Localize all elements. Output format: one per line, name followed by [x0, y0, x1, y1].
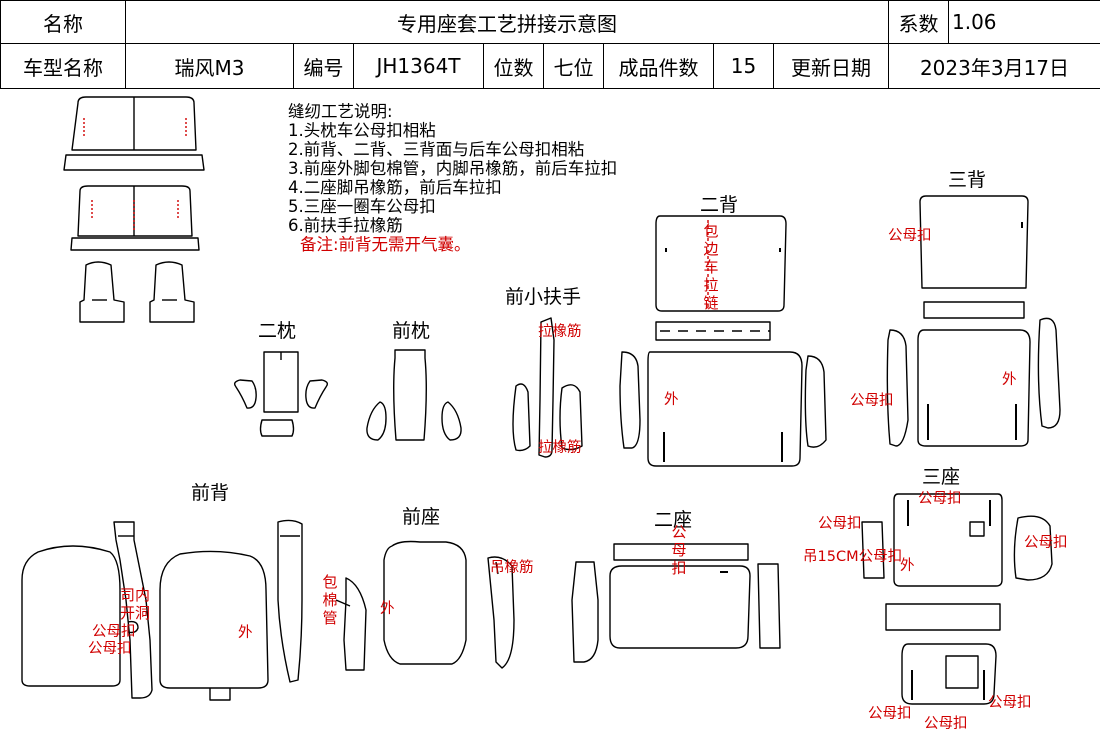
note-item: 2.前背、二背、三背面与后车公母扣相粘: [288, 140, 585, 159]
coef-label: 系数: [888, 0, 949, 44]
date-value: 2023年3月17日: [888, 43, 1100, 89]
second-seat-pieces: [572, 544, 780, 662]
part-title-third-back: 三背: [948, 169, 987, 191]
part-title-front-back: 前背: [191, 482, 230, 504]
pieces-label: 成品件数: [603, 43, 714, 89]
snap-note: 公母扣: [92, 624, 136, 640]
armrest-elastic-note: 拉橡筋: [538, 440, 582, 456]
code-label: 编号: [293, 43, 354, 89]
part-title-third-seat: 三座: [922, 466, 961, 488]
outer-side-note: 外: [900, 558, 915, 574]
outer-side-note: 外: [238, 625, 253, 641]
note-item: 5.三座一圈车公母扣: [288, 197, 436, 216]
snap-note: 公母扣: [1024, 535, 1068, 551]
header-table: 名称 专用座套工艺拼接示意图 系数 1.06 车型名称 瑞风M3 编号 JH13…: [0, 0, 1100, 89]
front-headrest-pieces: [367, 350, 461, 440]
armrest-elastic-note: 拉橡筋: [538, 324, 582, 340]
third-back-pieces: [887, 196, 1060, 446]
part-title-second-back: 二背: [700, 194, 739, 216]
model-value: 瑞风M3: [125, 43, 294, 89]
note-item: 1.头枕车公母扣相粘: [288, 121, 436, 140]
code-value: JH1364T: [353, 43, 484, 89]
wrap-tube-note: 包棉管: [322, 573, 338, 627]
part-title-front-seat: 前座: [402, 506, 441, 528]
part-title-second-seat: 二座: [654, 509, 693, 531]
snap-note: 公母扣: [888, 228, 932, 244]
front-seat-pieces: [336, 542, 514, 671]
sewing-notes: 缝纫工艺说明: 1.头枕车公母扣相粘 2.前背、二背、三背面与后车公母扣相粘 3…: [288, 102, 617, 254]
snap-note: 公母扣: [988, 695, 1032, 711]
second-back-pieces: [620, 216, 826, 466]
note-item: 6.前扶手拉橡筋: [288, 216, 403, 235]
notes-heading: 缝纫工艺说明:: [288, 102, 393, 121]
outer-side-note: 外: [1002, 372, 1017, 388]
overview-seams: [84, 118, 186, 232]
third-seat-pieces: [862, 494, 1052, 704]
snap-note: 公母扣: [88, 641, 132, 657]
part-title-front-armrest: 前小扶手: [505, 286, 582, 308]
snap-note: 公母扣: [671, 523, 687, 577]
name-label: 名称: [0, 0, 126, 44]
hole-note: 司内开洞: [119, 586, 150, 622]
hang-snap-note: 吊15CM公母扣: [803, 549, 903, 565]
page-title: 专用座套工艺拼接示意图: [125, 0, 889, 44]
model-label: 车型名称: [0, 43, 126, 89]
snap-note: 公母扣: [818, 516, 862, 532]
snap-note: 公母扣: [918, 491, 962, 507]
part-title-second-headrest: 二枕: [258, 320, 297, 342]
front-back-pieces: [22, 520, 302, 700]
notes-remark: 备注:前背无需开气囊。: [300, 235, 471, 254]
seats-label: 位数: [483, 43, 544, 89]
seat-overview-drawing: [64, 97, 204, 322]
zip-edge-note: 包边车拉链: [703, 222, 719, 312]
note-item: 4.二座脚吊橡筋，前后车拉扣: [288, 178, 502, 197]
outer-side-note: 外: [664, 392, 679, 408]
front-armrest-pieces: [513, 318, 582, 457]
note-item: 3.前座外脚包棉管，内脚吊橡筋，前后车拉扣: [288, 159, 618, 178]
snap-note: 公母扣: [924, 716, 968, 732]
outer-side-note: 外: [380, 601, 395, 617]
snap-note: 公母扣: [850, 393, 894, 409]
snap-note: 公母扣: [868, 706, 912, 722]
date-label: 更新日期: [773, 43, 889, 89]
second-headrest-pieces: [235, 352, 328, 436]
pieces-value: 15: [713, 43, 774, 89]
hang-elastic-note: 吊橡筋: [490, 560, 534, 576]
seats-value: 七位: [543, 43, 604, 89]
part-title-front-headrest: 前枕: [392, 320, 431, 342]
